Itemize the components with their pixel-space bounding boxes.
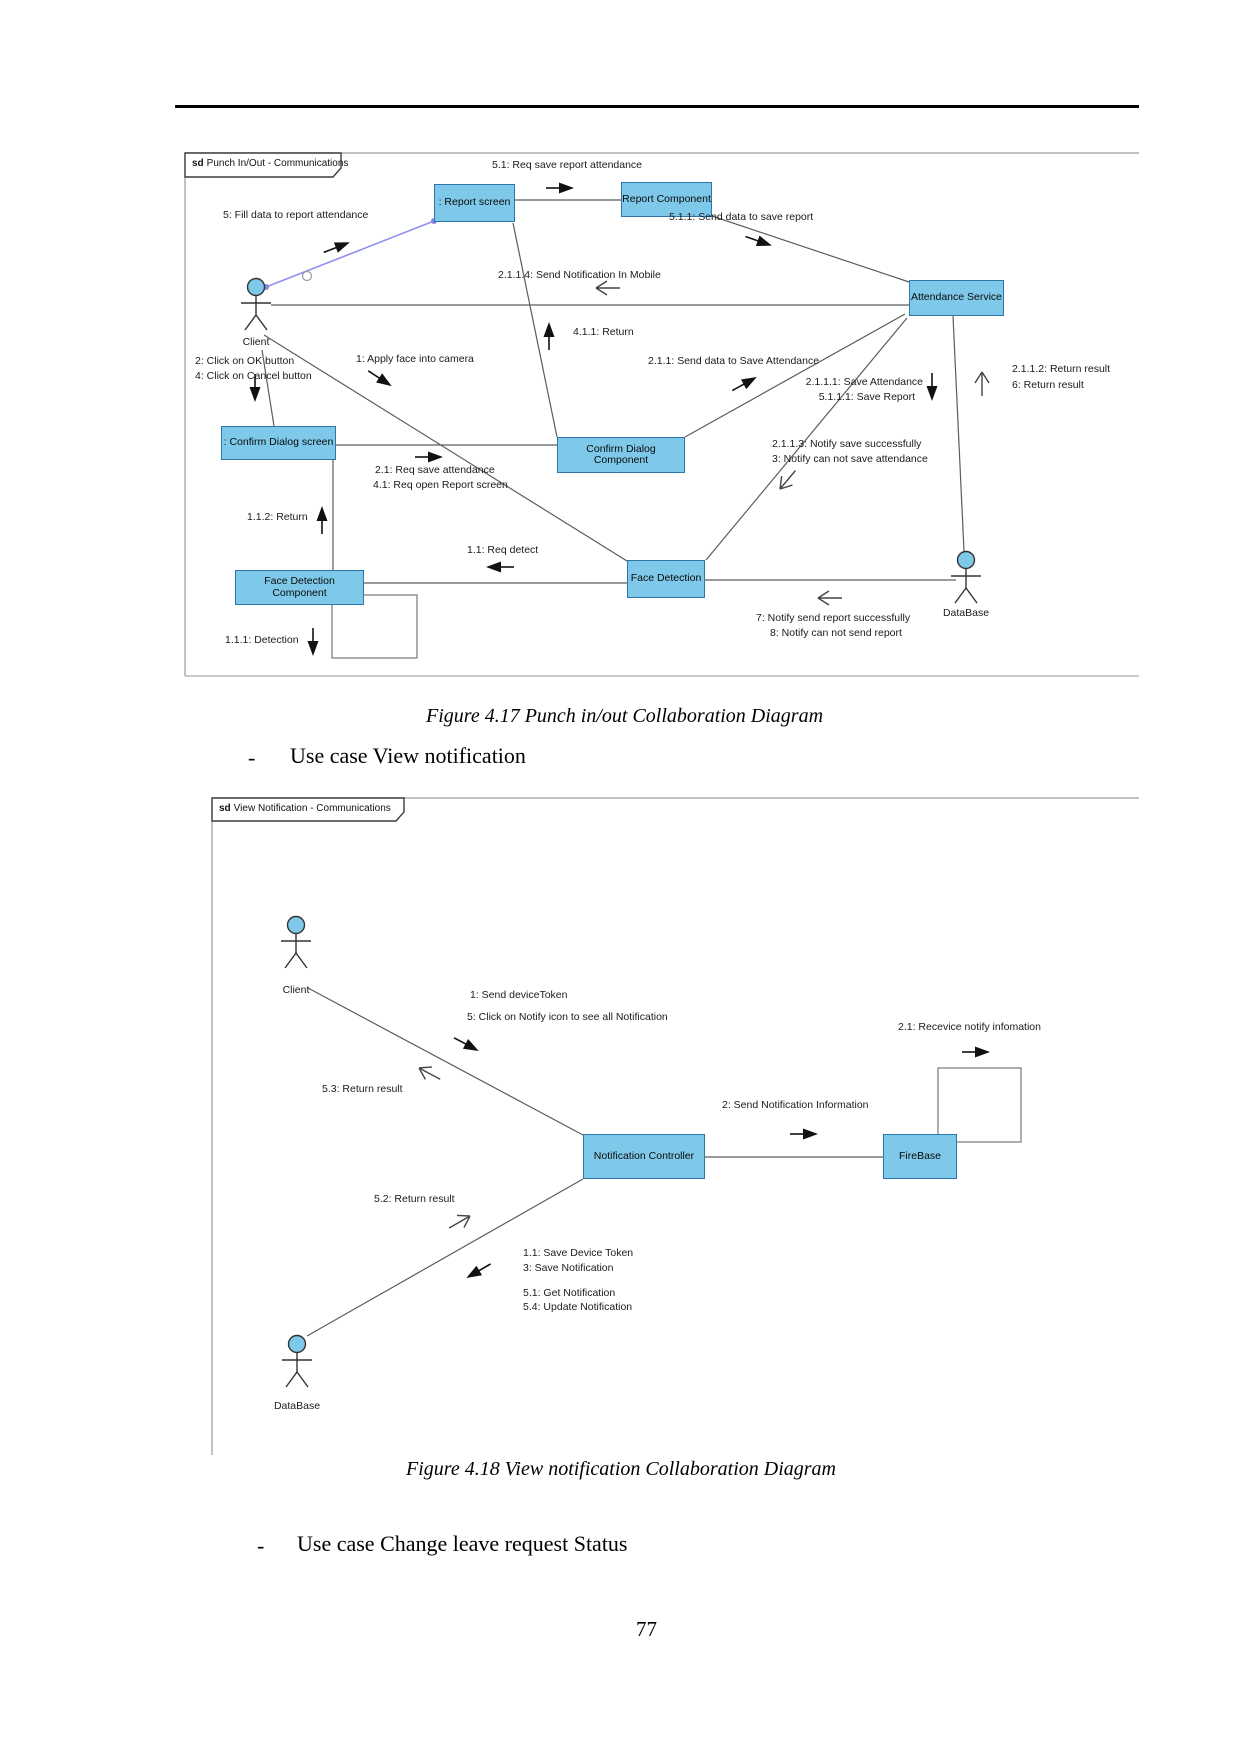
bullet1-dash: - xyxy=(248,745,256,770)
box-face-detection-component: Face Detection Component xyxy=(235,570,364,605)
header-rule xyxy=(175,105,1139,108)
bullet2-dash: - xyxy=(257,1533,265,1558)
diagram2-title: View Notification - Communications xyxy=(233,803,391,814)
message-send-notification-info: 2: Send Notification Information xyxy=(722,1099,869,1111)
message-req-open-report: 4.1: Req open Report screen xyxy=(373,479,508,491)
message-notify-send-report-success: 7: Notify send report successfully xyxy=(756,612,911,624)
message-req-save-attendance: 2.1: Req save attendance xyxy=(375,464,495,476)
figure-caption-418: Figure 4.18 View notification Collaborat… xyxy=(406,1458,836,1480)
diagram1-title: Punch In/Out - Communications xyxy=(206,158,349,169)
box-notification-controller: Notification Controller xyxy=(583,1134,705,1179)
bullet2-text: Use case Change leave request Status xyxy=(297,1531,628,1556)
message-save-report: 5.1.1.1: Save Report xyxy=(818,391,915,403)
client-actor-figure xyxy=(240,277,272,331)
message-save-attendance: 2.1.1.1: Save Attendance xyxy=(805,376,923,388)
figure-caption-417: Figure 4.17 Punch in/out Collaboration D… xyxy=(426,705,824,727)
client-actor-label: Client xyxy=(242,336,270,348)
message-req-detect: 1.1: Req detect xyxy=(467,544,539,556)
box-face-detection: Face Detection xyxy=(627,560,705,598)
message-send-data-save-attendance: 2.1.1: Send data to Save Attendance xyxy=(648,355,820,367)
box-attendance-service: Attendance Service xyxy=(909,280,1004,316)
sd-keyword: sd xyxy=(192,158,204,169)
message-send-device-token: 1: Send deviceToken xyxy=(470,989,568,1001)
box-confirm-dialog-screen: : Confirm Dialog screen xyxy=(221,426,336,460)
message-return-result-53: 5.3: Return result xyxy=(322,1083,403,1095)
message-req-save-report: 5.1: Req save report attendance xyxy=(492,159,643,171)
message-click-notify-icon: 5: Click on Notify icon to see all Notif… xyxy=(467,1011,668,1023)
message-return-411: 4.1.1: Return xyxy=(573,326,634,338)
message-return-112: 1.1.2: Return xyxy=(247,511,308,523)
message-detection: 1.1.1: Detection xyxy=(225,634,299,646)
bullet1-text: Use case View notification xyxy=(290,743,526,768)
message-return-result-6: 6: Return result xyxy=(1012,379,1084,391)
message-apply-face: 1: Apply face into camera xyxy=(356,353,474,365)
client-actor-label-2: Client xyxy=(282,984,310,996)
message-send-data-save-report: 5.1.1: Send data to save report xyxy=(669,211,814,223)
sd-keyword-2: sd xyxy=(219,803,231,814)
database-actor-label-2: DataBase xyxy=(273,1400,321,1412)
message-click-ok: 2: Click on OK button xyxy=(195,355,295,367)
message-receive-notify-info: 2.1: Recevice notify infomation xyxy=(898,1021,1041,1033)
message-get-notification: 5.1: Get Notification xyxy=(523,1287,616,1299)
message-fill-data: 5: Fill data to report attendance xyxy=(223,209,369,221)
message-notify-save-fail: 3: Notify can not save attendance xyxy=(772,453,928,465)
database-actor-label: DataBase xyxy=(942,607,990,619)
diagram2-frame xyxy=(211,797,1139,1455)
database-actor-figure-2 xyxy=(281,1334,313,1388)
selected-link-fill-data xyxy=(263,218,437,290)
box-confirm-dialog-component: Confirm Dialog Component xyxy=(557,437,685,473)
message-click-cancel: 4: Click on Cancel button xyxy=(195,370,312,382)
message-return-result-2112: 2.1.1.2: Return result xyxy=(1012,363,1111,375)
box-report-component: Report Component xyxy=(621,182,712,217)
message-save-device-token: 1.1: Save Device Token xyxy=(523,1247,634,1259)
message-return-result-52: 5.2: Return result xyxy=(374,1193,455,1205)
message-notify-send-report-fail: 8: Notify can not send report xyxy=(770,627,902,639)
message-update-notification: 5.4: Update Notification xyxy=(523,1301,633,1313)
box-report-screen: : Report screen xyxy=(434,184,515,222)
client-actor-figure-2 xyxy=(280,915,312,969)
page-number: 77 xyxy=(636,1617,657,1641)
database-actor-figure xyxy=(950,550,982,604)
message-send-notification-mobile: 2.1.1.4: Send Notification In Mobile xyxy=(498,269,661,281)
message-notify-save-success: 2.1.1.3: Notify save successfully xyxy=(772,438,922,450)
message-save-notification: 3: Save Notification xyxy=(523,1262,614,1274)
box-firebase: FireBase xyxy=(883,1134,957,1179)
